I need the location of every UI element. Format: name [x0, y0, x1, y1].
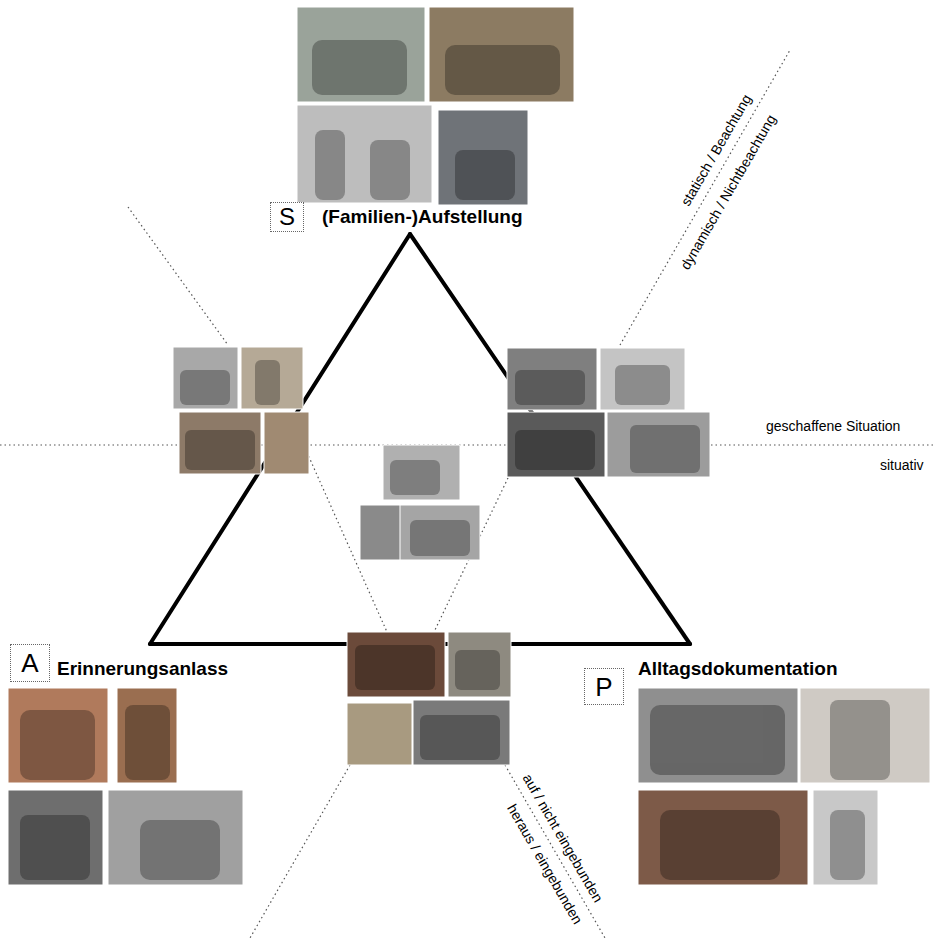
photo	[448, 632, 511, 697]
dotted-axis	[128, 207, 228, 345]
photo-figures	[830, 700, 890, 780]
photo	[117, 688, 177, 783]
photo-figures	[650, 705, 785, 775]
photo-figures	[390, 460, 440, 495]
photo	[800, 688, 930, 783]
photo	[383, 445, 460, 500]
photo-figures	[445, 45, 560, 95]
corner-heading: (Familien-)Aufstellung	[322, 206, 523, 228]
corner-node: A Erinnerungsanlass	[8, 644, 235, 684]
photo	[173, 347, 238, 409]
photo	[347, 703, 412, 765]
triangle-side	[150, 234, 410, 644]
dotted-axis	[505, 765, 605, 938]
photo	[297, 7, 425, 102]
photo-figures	[312, 40, 407, 95]
photo-figures	[410, 520, 470, 556]
photo	[108, 790, 243, 885]
axis-label: geschaffene Situation	[766, 418, 900, 434]
photo-figures	[660, 810, 780, 880]
photo-figures	[515, 370, 585, 405]
photo-figures	[455, 650, 500, 690]
axis-label: situativ	[880, 457, 924, 473]
photo-figures	[355, 645, 435, 690]
photo	[638, 790, 808, 885]
corner-heading: Erinnerungsanlass	[57, 658, 228, 680]
dotted-axis	[250, 765, 350, 938]
photo-figures	[420, 715, 500, 760]
corner-heading: Alltagsdokumentation	[638, 658, 838, 680]
corner-letter-box: S	[270, 202, 304, 232]
photo	[638, 688, 798, 783]
photo	[507, 348, 597, 410]
photo-figures	[615, 365, 670, 405]
photo-figures	[125, 705, 170, 780]
photo-figures	[185, 430, 255, 470]
photo-figures	[255, 360, 280, 405]
photo	[179, 412, 261, 474]
photo-figures	[140, 820, 220, 880]
photo	[429, 7, 574, 102]
photo	[507, 412, 605, 477]
photo	[8, 790, 103, 885]
photo	[438, 110, 528, 205]
photo-figures	[515, 430, 595, 470]
photo-figures	[180, 370, 230, 405]
photo	[8, 688, 108, 783]
photo	[400, 505, 480, 560]
photo	[241, 347, 303, 409]
photo-figures	[20, 815, 90, 880]
photo-figures	[315, 130, 345, 200]
photo-figures	[455, 150, 515, 200]
corner-letter-box: A	[10, 644, 50, 682]
photo	[297, 105, 432, 203]
photo-figures	[20, 710, 95, 780]
photo	[607, 412, 710, 477]
corner-node: P Alltagsdokumentation	[582, 644, 844, 706]
corner-letter-box: P	[584, 668, 624, 705]
photo	[360, 505, 402, 560]
photo-figures	[630, 425, 700, 473]
photo	[264, 412, 309, 474]
photo-figures	[830, 810, 865, 880]
photo	[347, 632, 445, 697]
photo	[813, 790, 878, 885]
dotted-axis	[620, 50, 790, 345]
corner-node: S (Familien-)Aufstellung	[268, 200, 529, 234]
dotted-axis	[0, 444, 936, 445]
photo	[600, 348, 685, 410]
photo-figures	[370, 140, 410, 200]
photo	[413, 700, 510, 765]
